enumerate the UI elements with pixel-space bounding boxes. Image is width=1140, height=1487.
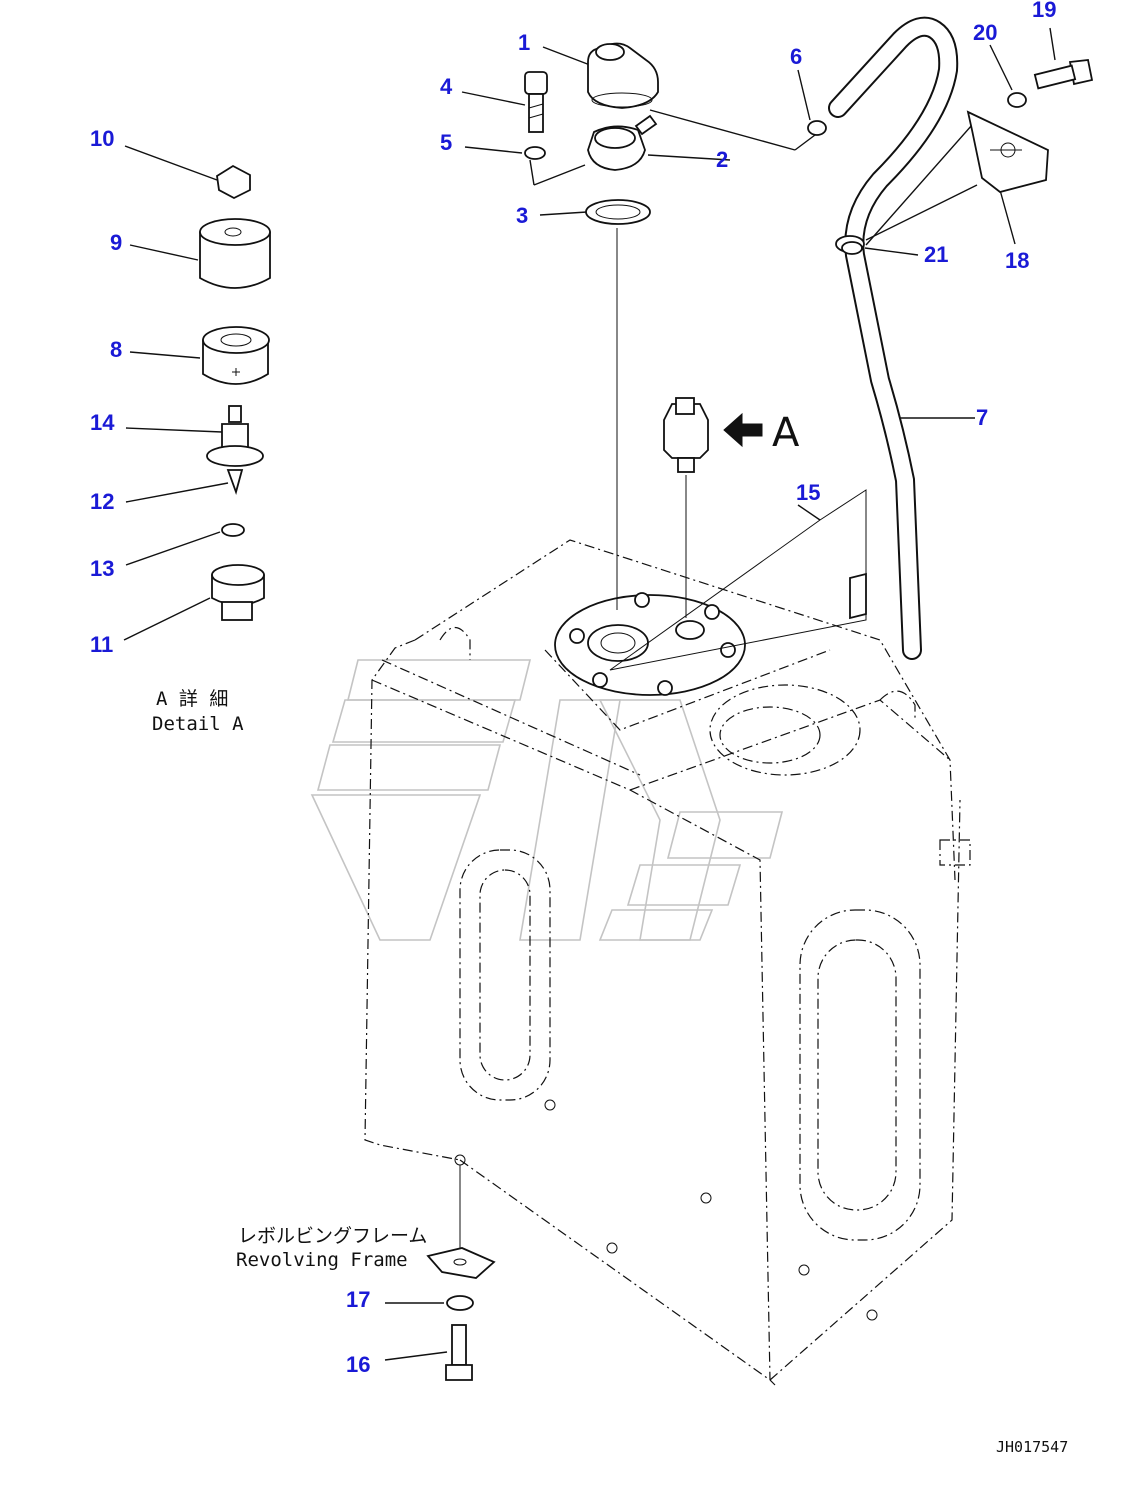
drawing-number: JH017547 xyxy=(996,1438,1068,1456)
part-21-grommet xyxy=(841,241,863,255)
callout-11: 11 xyxy=(90,632,113,657)
callout-6: 6 xyxy=(790,44,802,69)
part-17-washer xyxy=(446,1295,474,1311)
part-12-tip xyxy=(226,469,244,495)
callout-2: 2 xyxy=(716,147,728,172)
callout-4: 4 xyxy=(440,74,453,99)
callout-17: 17 xyxy=(346,1287,370,1312)
hydraulic-tank xyxy=(364,539,971,1386)
part-6-clamp xyxy=(807,120,827,136)
callout-19: 19 xyxy=(1032,0,1056,22)
view-arrow-label: A xyxy=(772,410,800,456)
part-9-filter-cap xyxy=(199,218,271,289)
leader-lines xyxy=(123,27,1056,1361)
callout-14: 14 xyxy=(90,410,115,435)
callout-5: 5 xyxy=(440,130,452,155)
callout-8: 8 xyxy=(110,337,122,362)
callout-21: 21 xyxy=(924,242,948,267)
detail-a-en: Detail A xyxy=(152,713,244,735)
part-15-label xyxy=(849,572,867,620)
watermark-logo xyxy=(310,659,784,941)
revolving-frame-en: Revolving Frame xyxy=(236,1249,408,1271)
callout-12: 12 xyxy=(90,489,114,514)
part-7-tube xyxy=(828,16,959,660)
view-arrow-icon xyxy=(723,412,763,448)
callout-16: 16 xyxy=(346,1352,370,1377)
revolving-frame-jp: レボルビングフレーム xyxy=(238,1225,427,1247)
callout-1: 1 xyxy=(518,30,530,55)
callout-15: 15 xyxy=(796,480,820,505)
part-2-filler-neck xyxy=(587,114,658,171)
part-19-bolt xyxy=(1033,59,1094,90)
part-20-washer xyxy=(1007,92,1027,108)
part-3-gasket xyxy=(585,199,651,225)
callout-18: 18 xyxy=(1005,248,1029,273)
part-16-bolt xyxy=(445,1324,473,1381)
part-18-bracket xyxy=(966,110,1049,193)
callout-20: 20 xyxy=(973,20,997,45)
part-5-washer xyxy=(524,146,546,160)
part-11-fitting xyxy=(211,564,265,621)
callout-7: 7 xyxy=(976,405,988,430)
callout-9: 9 xyxy=(110,230,122,255)
callout-10: 10 xyxy=(90,126,114,151)
part-13-oring xyxy=(221,523,245,537)
part-8-element xyxy=(202,326,270,385)
callout-13: 13 xyxy=(90,556,114,581)
part-4-bolt xyxy=(524,71,548,133)
part-1-cap xyxy=(587,42,659,109)
part-10-plug xyxy=(216,164,251,200)
revolving-frame-plate xyxy=(426,1247,496,1279)
part-14-valve xyxy=(206,405,264,467)
callout-3: 3 xyxy=(516,203,528,228)
tank-top-flange xyxy=(554,592,746,696)
detail-a-unit xyxy=(663,397,709,473)
detail-a-jp: A 詳 細 xyxy=(156,688,228,710)
callout-labels: 1 2 3 4 5 6 7 8 9 10 11 12 13 14 15 16 1… xyxy=(90,0,1056,1377)
